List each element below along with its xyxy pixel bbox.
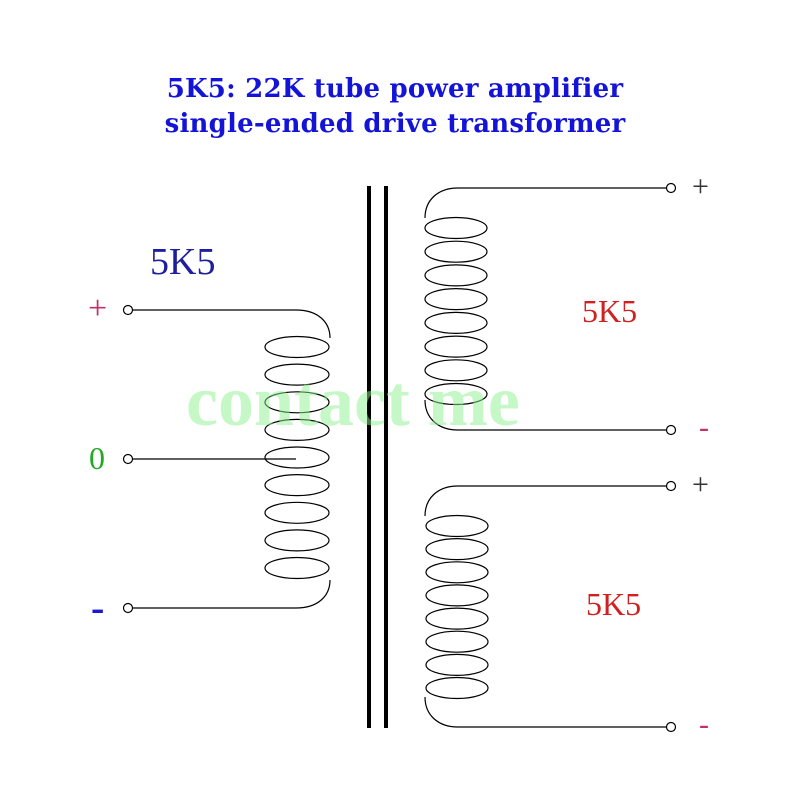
secondary1-terminals bbox=[665, 182, 677, 436]
watermark-text: contact me bbox=[186, 361, 520, 441]
primary-coil-loop bbox=[264, 418, 330, 441]
secondary2-coil-loop bbox=[425, 630, 489, 653]
secondary1-coil-loop bbox=[424, 264, 488, 287]
primary-coil-loop bbox=[264, 474, 330, 497]
diagram-title-line-2: single-ended drive transformer bbox=[164, 109, 626, 139]
secondary2-terminal-plus-label: + bbox=[692, 468, 709, 501]
secondary2-coil-loop bbox=[425, 514, 489, 538]
primary-lead-minus bbox=[133, 579, 331, 609]
secondary2-terminal-minus-label: - bbox=[699, 708, 709, 741]
primary-terminal-zero-label: 0 bbox=[89, 440, 105, 476]
secondary1-coil-loop bbox=[424, 311, 488, 334]
secondary1-coil-loop bbox=[424, 359, 488, 382]
secondary2-terminal-minus bbox=[665, 721, 677, 733]
secondary1-coil-loop bbox=[424, 216, 488, 240]
primary-terminal-minus-label: - bbox=[91, 585, 105, 630]
secondary2-coil-loop bbox=[425, 537, 489, 561]
secondary1-lead-minus bbox=[424, 399, 666, 431]
primary-coil-loop bbox=[264, 446, 330, 469]
secondary1-coil-loop bbox=[424, 288, 488, 311]
primary-coil-loop bbox=[264, 501, 330, 524]
primary-coil-loop bbox=[264, 363, 330, 386]
primary-coil-loop bbox=[264, 391, 330, 414]
primary-terminal-plus-label: + bbox=[88, 290, 108, 327]
primary-lead-plus bbox=[133, 309, 331, 339]
secondary1-coil-loop bbox=[424, 335, 488, 358]
secondary-winding-1 bbox=[424, 187, 666, 431]
secondary2-lead-minus bbox=[424, 696, 666, 728]
primary-coil-loop bbox=[264, 556, 330, 580]
secondary1-lead-plus bbox=[424, 187, 666, 219]
secondary2-coil-loop bbox=[425, 607, 489, 630]
primary-winding bbox=[133, 309, 331, 609]
secondary2-terminal-plus bbox=[665, 480, 677, 492]
secondary2-coil-loop bbox=[425, 653, 489, 677]
primary-coil-loop bbox=[264, 529, 330, 552]
primary-coil-loop bbox=[264, 335, 330, 359]
secondary1-terminal-plus-label: + bbox=[692, 170, 709, 203]
primary-terminal-zero bbox=[122, 453, 134, 465]
secondary2-impedance-label: 5K5 bbox=[586, 586, 642, 622]
secondary2-lead-plus bbox=[424, 485, 666, 517]
primary-terminal-minus bbox=[122, 602, 134, 614]
secondary2-coil-loop bbox=[425, 584, 489, 607]
primary-impedance-label: 5K5 bbox=[150, 241, 216, 283]
primary-terminals bbox=[122, 304, 134, 614]
transformer-core bbox=[367, 186, 388, 728]
secondary-winding-2 bbox=[424, 485, 666, 728]
secondary1-coil-loop bbox=[424, 240, 488, 263]
secondary1-terminal-plus bbox=[665, 182, 677, 194]
secondary1-terminal-minus-label: - bbox=[699, 411, 709, 444]
secondary2-coil-loop bbox=[425, 561, 489, 584]
secondary1-coil-loop bbox=[424, 382, 488, 406]
secondary2-coil-loop bbox=[425, 676, 489, 700]
secondary2-terminals bbox=[665, 480, 677, 733]
secondary1-impedance-label: 5K5 bbox=[582, 293, 638, 329]
primary-terminal-plus bbox=[122, 304, 134, 316]
diagram-title-line-1: 5K5: 22K tube power amplifier bbox=[166, 74, 624, 104]
secondary1-terminal-minus bbox=[665, 424, 677, 436]
